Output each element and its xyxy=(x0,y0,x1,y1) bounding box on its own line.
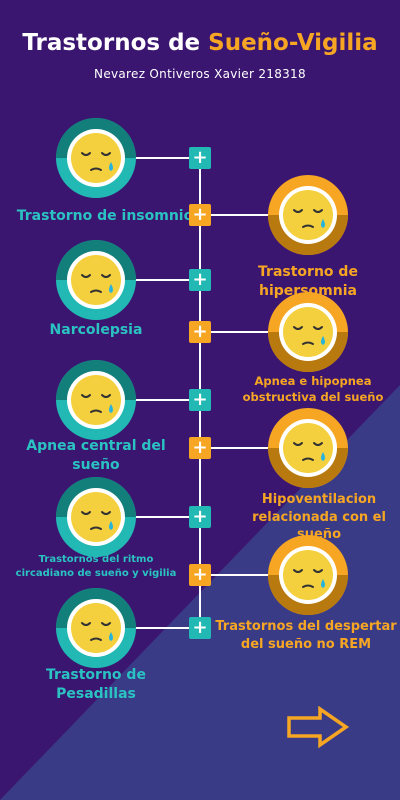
sleepy-face-icon xyxy=(268,175,348,255)
timeline-item-label: Hipoventilacion relacionada con el sueño xyxy=(252,492,386,543)
sleepy-face-icon xyxy=(56,477,136,557)
timeline-item-label: Trastornos del ritmo circadiano de sueño… xyxy=(15,554,177,579)
sleepy-face-icon xyxy=(268,408,348,488)
timeline-item-label: Trastorno de Pesadillas xyxy=(46,667,146,702)
timeline-item-label: Trastorno de hipersomnia xyxy=(258,264,358,299)
sleepy-face-icon xyxy=(268,535,348,615)
timeline-item-label: Apnea central del sueño xyxy=(26,438,166,473)
expand-button[interactable]: + xyxy=(189,389,211,411)
arrow-right-icon[interactable] xyxy=(286,706,350,748)
author-subtitle: Nevarez Ontiveros Xavier 218318 xyxy=(94,67,306,81)
expand-button[interactable]: + xyxy=(189,617,211,639)
timeline-item-label: Trastornos del despertar del sueño no RE… xyxy=(215,619,397,652)
timeline-item-label: Apnea e hipopnea obstructiva del sueño xyxy=(242,374,384,404)
expand-button[interactable]: + xyxy=(189,437,211,459)
timeline-item-label: Narcolepsia xyxy=(49,322,143,338)
sleepy-face-icon xyxy=(56,588,136,668)
page-title: Trastornos de Sueño-Vigilia xyxy=(0,30,400,56)
sleepy-face-icon xyxy=(56,360,136,440)
expand-button[interactable]: + xyxy=(189,269,211,291)
title-prefix: Trastornos de xyxy=(22,30,209,56)
expand-button[interactable]: + xyxy=(189,506,211,528)
timeline-item-label: Trastorno de insomnio xyxy=(16,208,194,224)
sleepy-face-icon xyxy=(268,292,348,372)
expand-button[interactable]: + xyxy=(189,147,211,169)
expand-button[interactable]: + xyxy=(189,321,211,343)
sleepy-face-icon xyxy=(56,240,136,320)
title-highlight: Sueño-Vigilia xyxy=(208,30,378,56)
expand-button[interactable]: + xyxy=(189,204,211,226)
sleepy-face-icon xyxy=(56,118,136,198)
expand-button[interactable]: + xyxy=(189,564,211,586)
